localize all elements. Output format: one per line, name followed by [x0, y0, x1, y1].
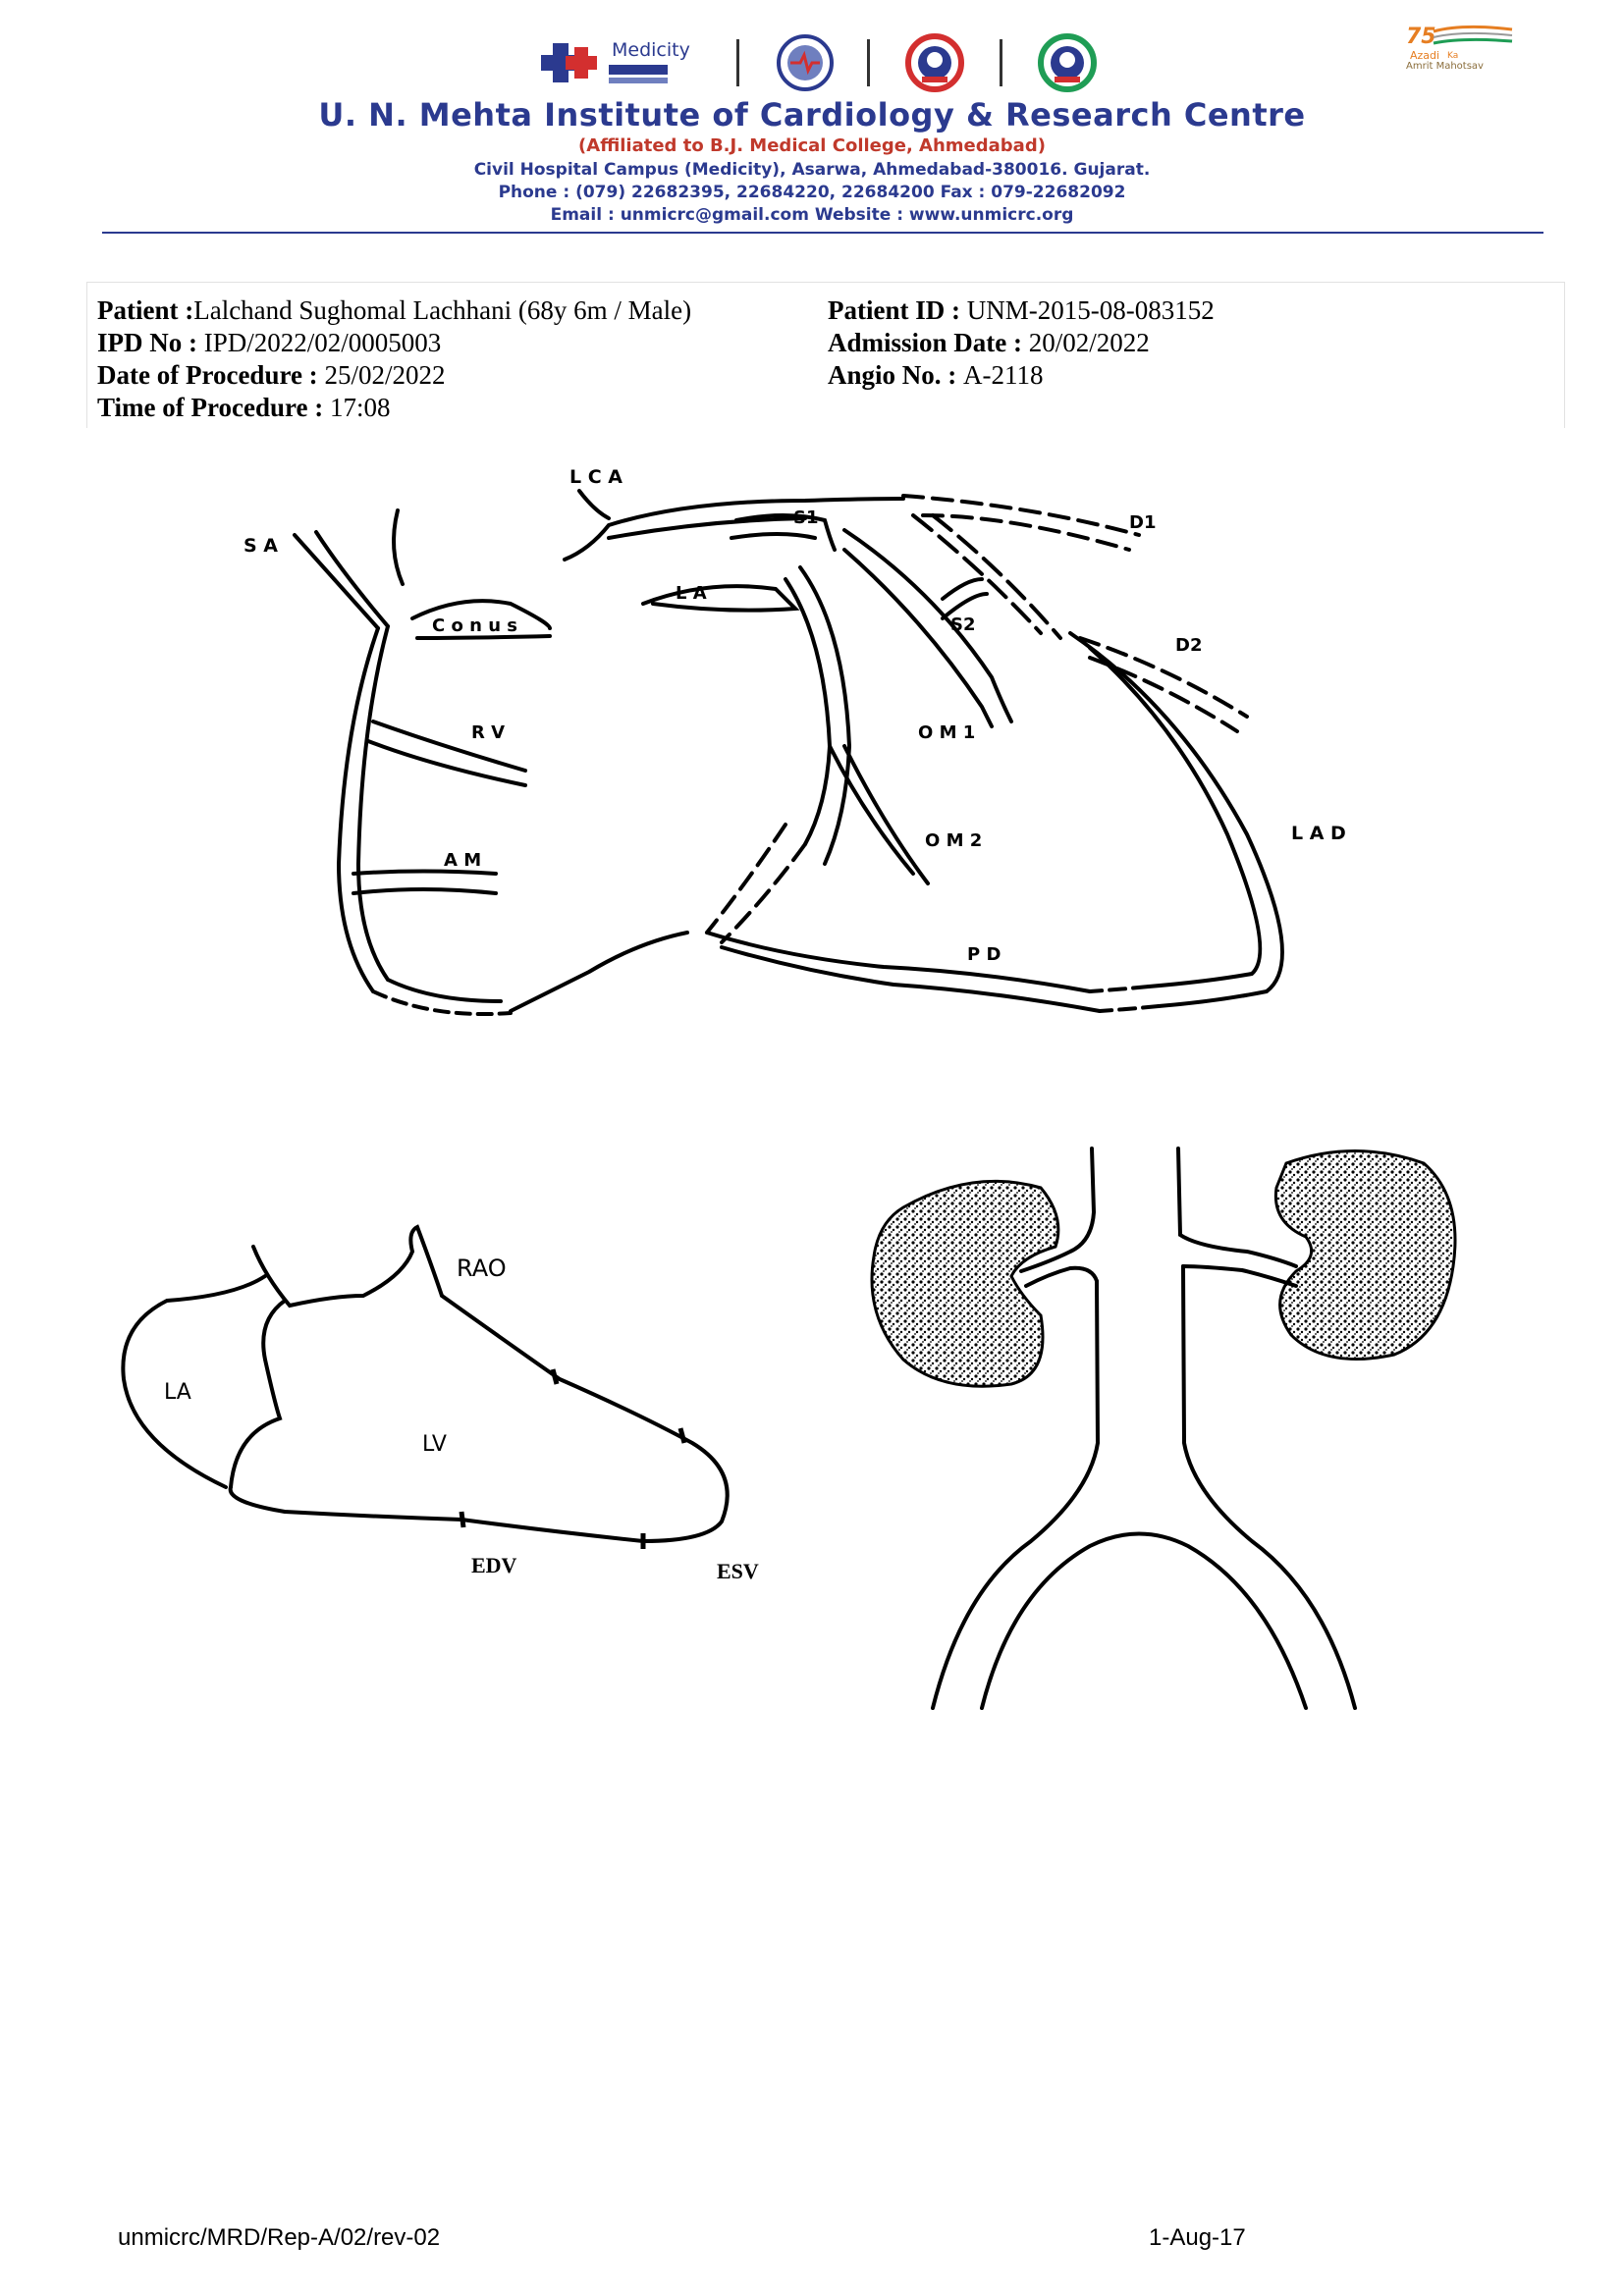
renal-aorta-diagram: [0, 0, 1624, 1728]
form-revision-date: 1-Aug-17: [1149, 2224, 1246, 2252]
right-kidney: [1275, 1151, 1455, 1360]
form-code: unmicrc/MRD/Rep-A/02/rev-02: [118, 2224, 440, 2252]
